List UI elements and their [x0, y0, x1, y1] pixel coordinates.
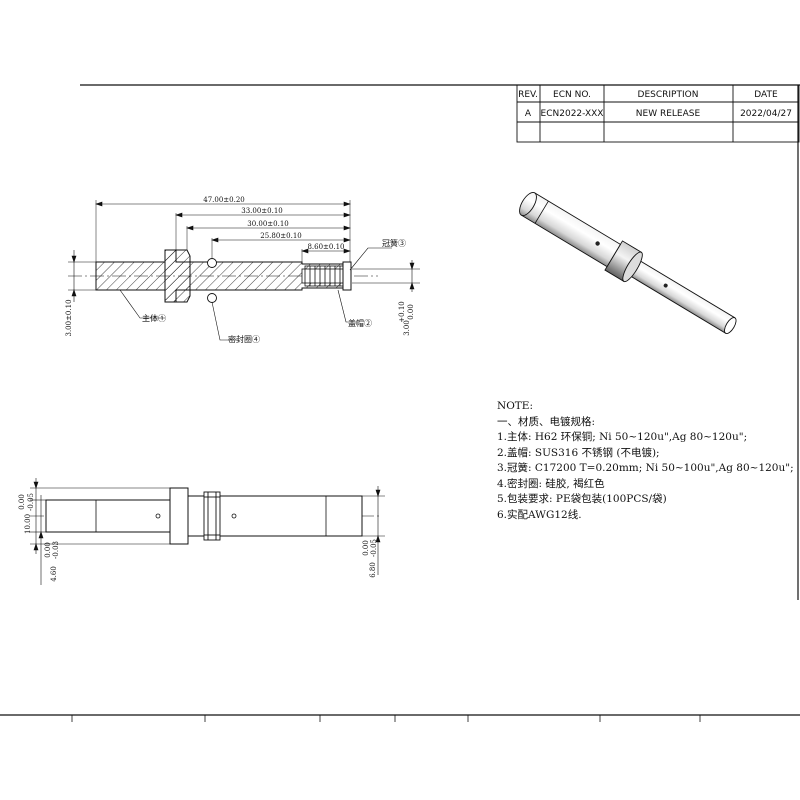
section-view: 47.00±0.20 33.00±0.10 30.00±0.10 25.80±0…: [65, 196, 420, 344]
notes-line: 6.实配AWG12线.: [497, 508, 582, 521]
rev-cell-date: 2022/04/27: [740, 109, 792, 119]
dim-left-diameter: 3.00±0.10: [65, 299, 73, 336]
dim-right-tube-diameter: 6.80: [369, 562, 377, 578]
seal-ring-bottom: [207, 293, 217, 303]
dim-overall-length: 47.00±0.20: [203, 196, 245, 204]
dim-left-tube-tol-lower: -0.03: [52, 541, 60, 559]
notes-line: 一、材质、电镀规格:: [497, 415, 596, 428]
rev-cell-ecn: ECN2022-XXX: [541, 109, 604, 119]
notes-line: 1.主体: H62 环保铜; Ni 50~120u",Ag 80~120u";: [497, 431, 748, 443]
notes-line: 5.包装要求: PE袋包装(100PCS/袋): [497, 493, 667, 505]
dim-right-tube-tol-upper: 0.00: [362, 540, 370, 556]
rev-header-description: DESCRIPTION: [638, 90, 699, 100]
dim-collar-tol-upper: 0.00: [18, 494, 26, 510]
notes-line: 4.密封圈: 硅胶, 褐红色: [497, 477, 605, 490]
rev-cell-description: NEW RELEASE: [636, 109, 701, 119]
rev-header-rev: REV.: [518, 90, 538, 100]
cap-section: [342, 261, 352, 291]
dim-left-tube-diameter: 4.60: [50, 566, 58, 582]
label-body: 主体①: [142, 313, 166, 323]
dim-right-tol-upper: +0.10: [398, 301, 406, 322]
dim-30: 30.00±0.10: [247, 220, 289, 228]
dim-25: 25.80±0.10: [260, 232, 302, 240]
rev-header-date: DATE: [754, 90, 778, 100]
notes-block: NOTE: 一、材质、电镀规格: 1.主体: H62 环保铜; Ni 50~12…: [497, 399, 797, 523]
dim-right-diameter: 3.00: [403, 320, 411, 336]
dim-collar-tol-lower: -0.05: [27, 493, 35, 511]
dim-8: 8.60±0.10: [307, 243, 344, 251]
notes-line: 3.冠簧: C17200 T=0.20mm; Ni 50~100u",Ag 80…: [497, 462, 794, 474]
revision-table: REV. ECN NO. DESCRIPTION DATE A ECN2022-…: [516, 84, 800, 143]
dim-left-tube-tol-upper: 0.00: [44, 542, 52, 558]
shoulder-section: [164, 249, 191, 303]
dim-right-tol-lower: 0.00: [407, 304, 415, 320]
dim-33: 33.00±0.10: [241, 207, 283, 215]
seal-ring-top: [207, 258, 217, 268]
dim-right-tube-tol-lower: -0.05: [370, 539, 378, 557]
label-crown-spring: 冠簧③: [382, 238, 406, 248]
label-cap: 盖帽②: [348, 318, 372, 328]
dim-collar-diameter: 10.00: [24, 514, 32, 534]
rev-cell-rev: A: [525, 109, 532, 119]
notes-line: 2.盖帽: SUS316 不锈钢 (不电镀);: [497, 446, 660, 459]
label-seal-ring: 密封圈④: [228, 334, 260, 344]
rev-header-ecn: ECN NO.: [553, 90, 591, 100]
exterior-view: 10.00 0.00 -0.05 4.60 0.00 -0.03 6.80 0.…: [18, 478, 385, 585]
isometric-view: [519, 191, 737, 334]
notes-title: NOTE:: [497, 400, 534, 412]
